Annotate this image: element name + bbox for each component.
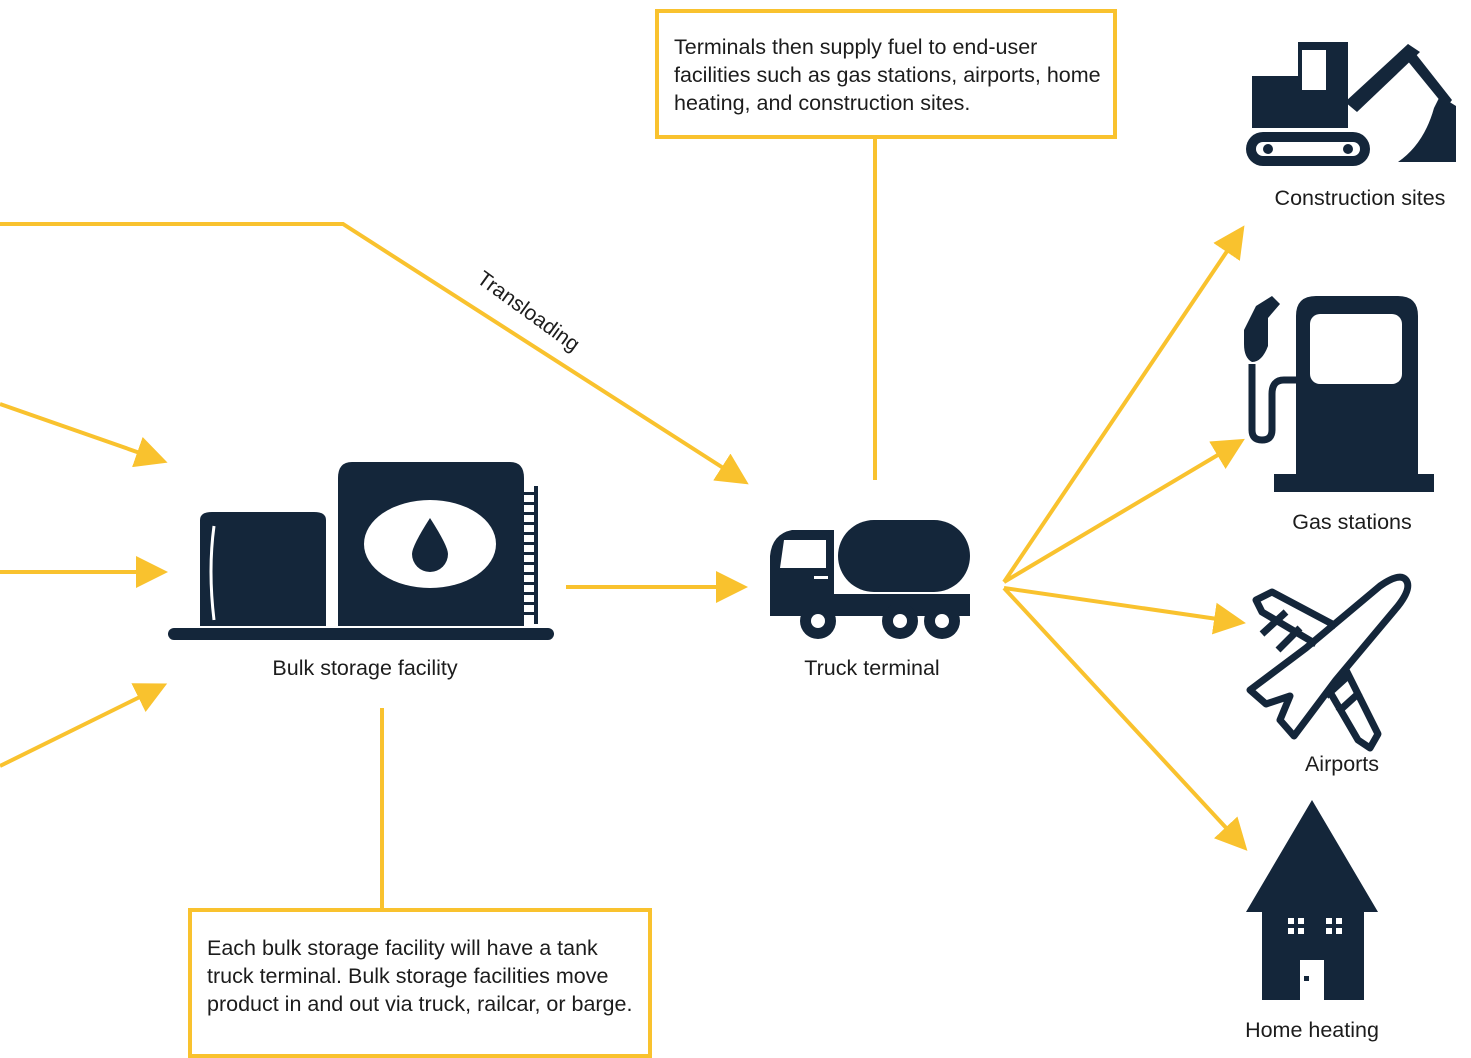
bulk-storage-callout: Each bulk storage facility will have a t… xyxy=(188,908,652,1058)
airplane-icon xyxy=(1246,573,1412,752)
inflow-arrow-upper xyxy=(0,402,168,468)
tank-truck-icon xyxy=(770,520,970,639)
airports-label: Airports xyxy=(1304,752,1380,776)
supply-callout-text: Terminals then supply fuel to end-user f… xyxy=(674,35,1101,115)
bulk-storage-callout-text: Each bulk storage facility will have a t… xyxy=(207,936,633,1016)
transloading-arrow xyxy=(0,222,749,485)
truck-terminal-label: Truck terminal xyxy=(804,656,940,680)
arrow-to-airports xyxy=(1003,586,1246,635)
bulk-storage-label: Bulk storage facility xyxy=(272,656,458,680)
supply-callout: Terminals then supply fuel to end-user f… xyxy=(655,9,1117,139)
fuel-pump-icon xyxy=(1244,296,1434,492)
home-heating-label: Home heating xyxy=(1245,1018,1379,1042)
arrow-to-gas-stations xyxy=(1002,438,1245,584)
house-icon xyxy=(1246,800,1378,1000)
inflow-arrow-lower xyxy=(0,683,168,768)
storage-tank-icon xyxy=(168,462,554,640)
construction-sites-label: Construction sites xyxy=(1274,186,1446,210)
gas-stations-label: Gas stations xyxy=(1292,510,1412,534)
arrow-to-construction xyxy=(1002,225,1245,584)
arrow-to-home-heating xyxy=(1002,586,1248,851)
excavator-icon xyxy=(1246,42,1456,166)
